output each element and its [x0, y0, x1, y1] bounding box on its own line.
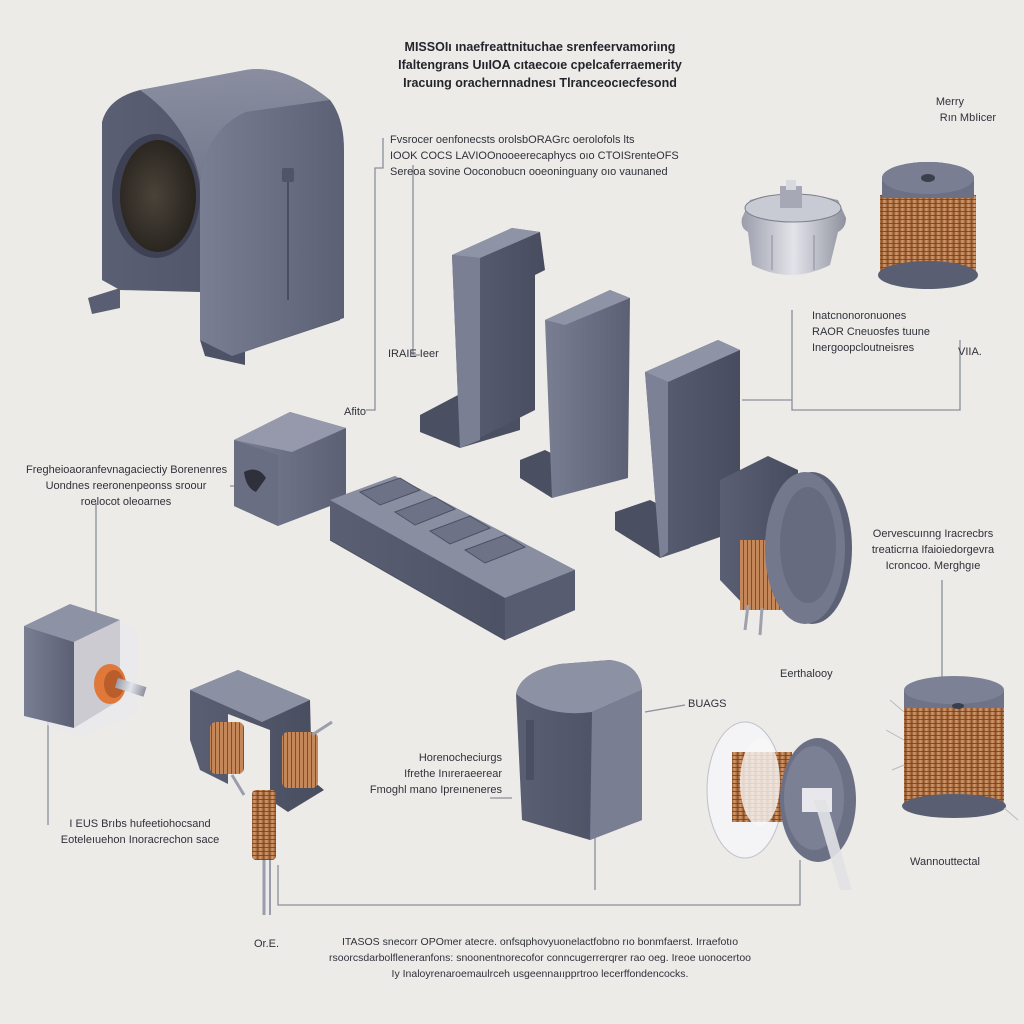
terminal-block-icon	[234, 412, 346, 526]
annotation-right-tag: VIIA.	[958, 344, 982, 360]
annotation-tag-low: BUAGS	[688, 696, 727, 712]
coil-bobbin-icon	[878, 162, 978, 289]
annotation-top-center: Fvsrocer oenfonecsts orolsbORAGrc oerolo…	[390, 132, 679, 180]
annotation-line: roelocot oleoarnes	[80, 496, 172, 508]
annotation-top-right-a: Merry	[900, 94, 964, 110]
diagram-title: MISSOIı ınaefreattnituchae srenfeervamor…	[380, 38, 700, 92]
annotation-line: Icroncoo. Merghgıe	[885, 560, 981, 572]
annotation-line: Inatcnonoronuones	[812, 310, 907, 322]
annotation-line: Eoteleıuehon Inoracrechon sace	[60, 834, 220, 846]
spool-coil-icon	[706, 721, 856, 890]
core-plate-icon	[329, 476, 575, 641]
annotation-top-right-b: Rın MbIicer	[910, 110, 996, 126]
annotation-line: IRAIE Ieer	[388, 348, 439, 360]
annotation-line: Wannouttectal	[910, 856, 980, 868]
coil-bobbin-icon	[885, 676, 1019, 821]
annotation-line: Sereoa sovine Ooconobucn ooeoninguany oı…	[390, 166, 668, 178]
annotation-left-mid: Fregheioaoranfevnagaciectiy Borenenres U…	[26, 462, 228, 510]
annotation-line: Rın MbIicer	[939, 112, 996, 124]
annotation-line: Fregheioaoranfevnagaciectiy Borenenres	[26, 464, 228, 476]
annotation-line: RAOR Cneuosfes tuune	[812, 326, 931, 338]
annotation-line: BUAGS	[688, 698, 727, 710]
coil-rotor-icon	[720, 456, 852, 636]
annotation-line: Ifrethe Inıreraeerear	[404, 768, 502, 780]
annotation-mid-left-tag: IRAIE Ieer	[388, 346, 439, 362]
annotation-line: Iy Inaloyrenaroemaulrceh usgeennaııpprtr…	[391, 968, 689, 980]
annotation-small-tag: Afito	[344, 404, 366, 420]
title-line: Ifaltengrans UııIOA cıtaecoıe cpelcaferr…	[398, 58, 682, 72]
annotation-right-lower: Oervescuınng Iracrecbrs treaticrrıa Ifai…	[858, 526, 1008, 574]
annotation-line: rsoorcsdarbolfleneranfons: snoonentnorec…	[328, 952, 751, 964]
annotation-line: Oervescuınng Iracrecbrs	[872, 528, 994, 540]
annotation-line: VIIA.	[958, 346, 982, 358]
annotation-bottom-left: Or.E.	[254, 936, 279, 952]
annotation-line: Uondnes reeronenpeonss sroour	[45, 480, 207, 492]
terminal-block-icon	[24, 604, 147, 738]
annotation-left-low: I EUS Brıbs hufeetiohocsand Eoteleıuehon…	[40, 816, 240, 848]
annotation-line: Horenocheciurgs	[418, 752, 502, 764]
annotation-line: Merry	[935, 96, 964, 108]
terminal-cap-icon	[741, 180, 846, 275]
annotation-line: Afito	[344, 406, 367, 418]
annotation-right-bottom: Wannouttectal	[910, 854, 980, 870]
solenoid-cube-icon	[516, 660, 642, 840]
title-line: MISSOIı ınaefreattnituchae srenfeervamor…	[404, 40, 676, 54]
yoke-core-icon	[190, 670, 333, 915]
annotation-bottom-caption: ITASOS snecorr OPOmer atecre. onfsqphovy…	[310, 934, 770, 982]
annotation-line: treaticrrıa Ifaioiedorgevra	[871, 544, 995, 556]
cylindrical-housing-icon	[88, 69, 344, 365]
annotation-line: IOOK COCS LAVIOOnooeerecaphycs oıo CTOIS…	[390, 150, 679, 162]
annotation-line: I EUS Brıbs hufeetiohocsand	[69, 818, 211, 830]
core-plate-icon	[420, 228, 740, 558]
annotation-line: ITASOS snecorr OPOmer atecre. onfsqphovy…	[341, 936, 739, 948]
annotation-right-tag2: Eerthalooy	[780, 666, 833, 682]
annotation-right-mid: Inatcnonoronuones RAOR Cneuosfes tuune I…	[812, 308, 930, 356]
annotation-line: Fmoghl mano Ipreıneneres	[369, 784, 502, 796]
annotation-line: Eerthalooy	[780, 668, 833, 680]
annotation-line: Or.E.	[254, 938, 280, 950]
title-line: Iracuıng orachernnadnesı Tlranceocıecfes…	[403, 76, 677, 90]
annotation-line: Inergoopcloutneisres	[812, 342, 915, 354]
annotation-line: Fvsrocer oenfonecsts orolsbORAGrc oerolo…	[390, 134, 635, 146]
annotation-center-low: Horenocheciurgs Ifrethe Inıreraeerear Fm…	[368, 750, 502, 798]
